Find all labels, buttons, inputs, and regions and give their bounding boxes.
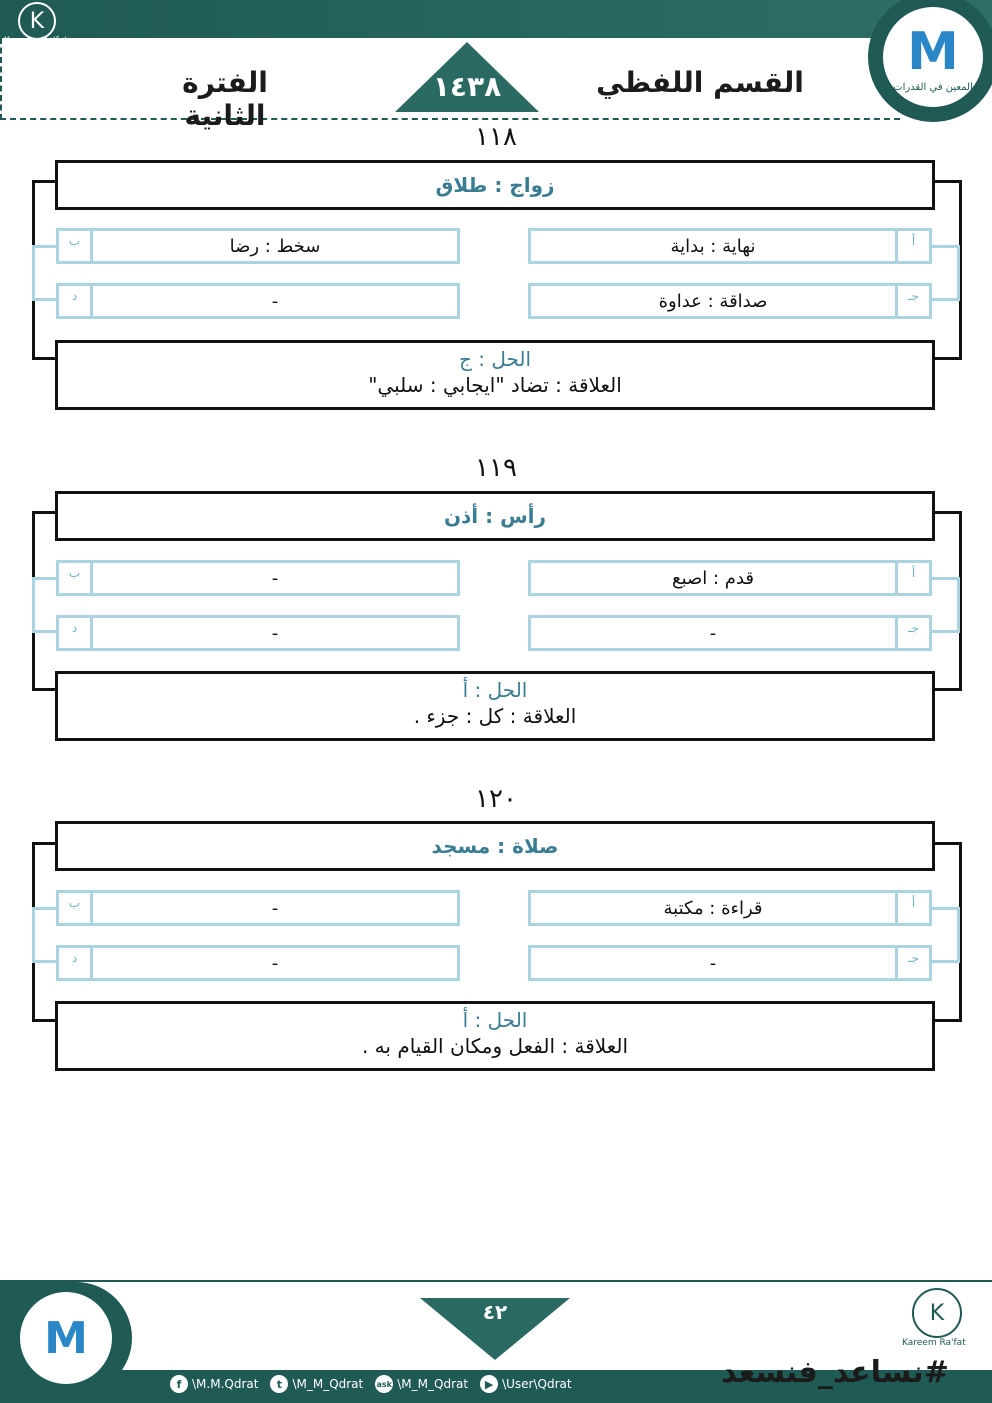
social-youtube[interactable]: ▶ \User\Qdrat	[480, 1375, 572, 1393]
option-d-letter: د	[59, 618, 93, 648]
option-c-text: صداقة : عداوة	[658, 290, 768, 312]
option-c[interactable]: صداقة : عداوة جـ	[528, 283, 932, 319]
question-text: زواج : طلاق	[435, 173, 555, 197]
solution-box: الحل : ج العلاقة : تضاد "ايجابي : سلبي"	[55, 340, 935, 410]
option-b-text: سخط : رضا	[229, 235, 321, 257]
option-d-letter: د	[59, 286, 93, 316]
solution-relation: العلاقة : تضاد "ايجابي : سلبي"	[368, 373, 622, 397]
year-triangle	[395, 42, 539, 112]
option-a-text: نهاية : بداية	[670, 235, 756, 257]
option-d-text: -	[271, 952, 279, 974]
option-c-letter: جـ	[895, 286, 929, 316]
logo-text: المعين في القدرات	[893, 81, 973, 93]
question-number: ١١٨	[475, 122, 517, 152]
footer-kareem-logo-icon: K	[912, 1288, 962, 1338]
option-c[interactable]: - جـ	[528, 945, 932, 981]
option-b-letter: ب	[59, 231, 93, 261]
option-b[interactable]: ب -	[56, 560, 460, 596]
option-c-text: -	[709, 622, 717, 644]
option-d-text: -	[271, 622, 279, 644]
facebook-icon: f	[170, 1375, 188, 1393]
solution-relation: العلاقة : الفعل ومكان القيام به .	[361, 1034, 629, 1058]
option-a-text: قراءة : مكتبة	[663, 897, 763, 919]
ask-handle: \M_M_Qdrat	[397, 1377, 469, 1391]
option-d-text: -	[271, 290, 279, 312]
connector-left	[32, 577, 62, 633]
option-b-letter: ب	[59, 893, 93, 923]
option-c-text: -	[709, 952, 717, 974]
option-c-letter: جـ	[895, 618, 929, 648]
option-a-text: قدم : اصبع	[672, 567, 755, 589]
solution-answer: الحل : ج	[458, 347, 532, 371]
hashtag: #نساعد_فنسعد	[721, 1355, 949, 1390]
option-d-letter: د	[59, 948, 93, 978]
option-a-letter: أ	[895, 893, 929, 923]
connector-right	[930, 245, 960, 301]
social-ask[interactable]: ask \M_M_Qdrat	[375, 1375, 468, 1393]
question-text: صلاة : مسجد	[431, 834, 559, 858]
social-twitter[interactable]: t \M_M_Qdrat	[270, 1375, 363, 1393]
option-d[interactable]: د -	[56, 945, 460, 981]
option-a-letter: أ	[895, 563, 929, 593]
option-b[interactable]: ب سخط : رضا	[56, 228, 460, 264]
option-c[interactable]: - جـ	[528, 615, 932, 651]
solution-relation: العلاقة : كل : جزء .	[413, 704, 577, 728]
solution-answer: الحل : أ	[462, 678, 528, 702]
youtube-handle: \User\Qdrat	[502, 1377, 572, 1391]
question-number: ١٢٠	[475, 784, 517, 814]
option-d[interactable]: د -	[56, 283, 460, 319]
question-box: صلاة : مسجد	[55, 821, 935, 871]
connector-right	[930, 577, 960, 633]
year-label: ١٤٣٨	[432, 70, 502, 103]
question-number: ١١٩	[475, 453, 517, 483]
period-title: الفترة الثانية	[182, 66, 268, 132]
page-number: ٤٢	[482, 1300, 508, 1324]
option-a[interactable]: قدم : اصبع أ	[528, 560, 932, 596]
connector-left	[32, 245, 62, 301]
social-facebook[interactable]: f \M.M.Qdrat	[170, 1375, 258, 1393]
solution-box: الحل : أ العلاقة : الفعل ومكان القيام به…	[55, 1001, 935, 1071]
option-b-text: -	[271, 567, 279, 589]
youtube-icon: ▶	[480, 1375, 499, 1393]
ask-icon: ask	[375, 1375, 394, 1393]
option-d[interactable]: د -	[56, 615, 460, 651]
connector-left	[32, 907, 62, 963]
kareem-logo-icon: K	[18, 2, 56, 40]
book-logo-icon: M المعين في القدرات	[868, 0, 992, 122]
question-text: رأس : أذن	[443, 504, 547, 528]
twitter-icon: t	[270, 1375, 289, 1393]
facebook-handle: \M.M.Qdrat	[192, 1377, 259, 1391]
option-b-text: -	[271, 897, 279, 919]
header-band	[0, 0, 992, 38]
social-links: f \M.M.Qdrat t \M_M_Qdrat ask \M_M_Qdrat…	[170, 1375, 572, 1393]
solution-box: الحل : أ العلاقة : كل : جزء .	[55, 671, 935, 741]
option-b[interactable]: ب -	[56, 890, 460, 926]
footer-book-logo-icon: M	[0, 1282, 132, 1394]
option-c-letter: جـ	[895, 948, 929, 978]
brand-name: Kareem Ra'fat	[4, 36, 68, 46]
option-a-letter: أ	[895, 231, 929, 261]
solution-answer: الحل : أ	[462, 1008, 528, 1032]
option-b-letter: ب	[59, 563, 93, 593]
question-box: زواج : طلاق	[55, 160, 935, 210]
option-a[interactable]: قراءة : مكتبة أ	[528, 890, 932, 926]
connector-right	[930, 907, 960, 963]
question-box: رأس : أذن	[55, 491, 935, 541]
option-a[interactable]: نهاية : بداية أ	[528, 228, 932, 264]
footer-brand-name: Kareem Ra'fat	[902, 1338, 966, 1348]
section-title: القسم اللفظي	[596, 66, 804, 99]
twitter-handle: \M_M_Qdrat	[292, 1377, 364, 1391]
page-triangle	[420, 1298, 570, 1360]
